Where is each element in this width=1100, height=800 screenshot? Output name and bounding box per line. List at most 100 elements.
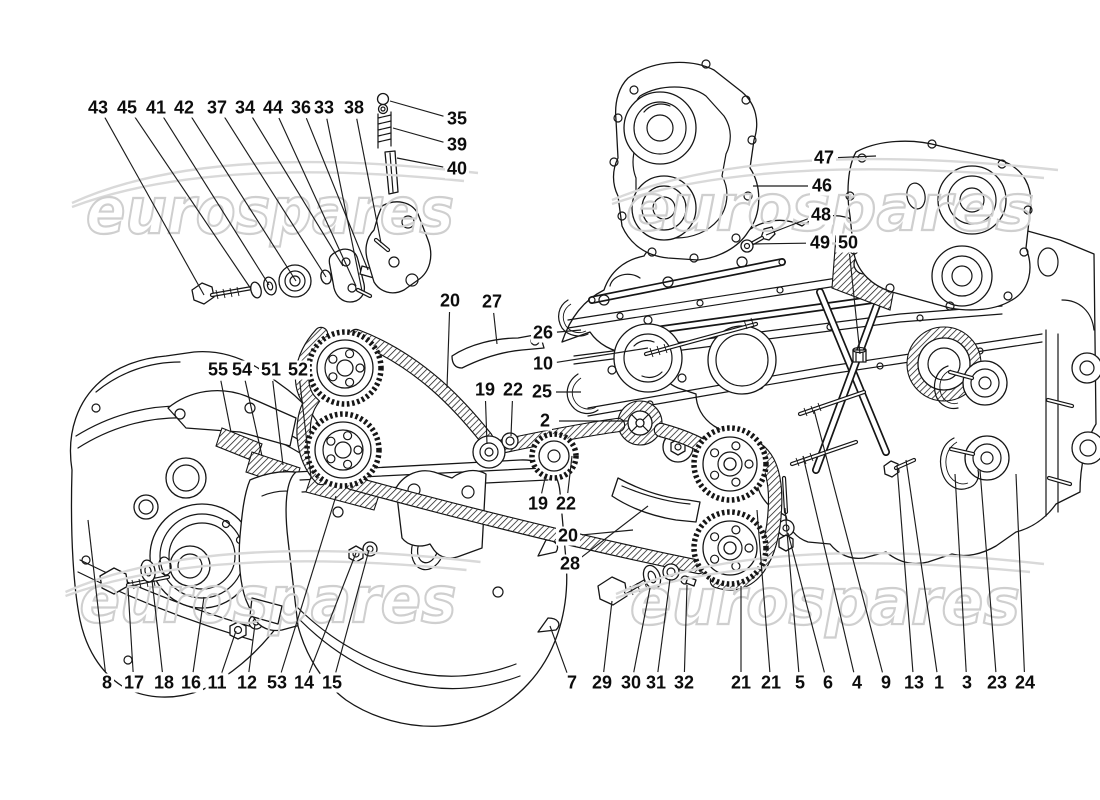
leader-line-39 [392, 127, 444, 143]
part-callout-23[interactable]: 23 [984, 672, 1010, 693]
leader-line-4 [802, 455, 855, 673]
watermark-text: eurospares [86, 175, 454, 249]
part-callout-43[interactable]: 43 [85, 97, 111, 118]
leader-line-20 [581, 529, 634, 536]
part-callout-39[interactable]: 39 [444, 134, 470, 155]
part-callout-32[interactable]: 32 [671, 672, 697, 693]
part-callout-47[interactable]: 47 [811, 147, 837, 168]
part-callout-33[interactable]: 33 [311, 97, 337, 118]
cam-bore-left [607, 315, 687, 393]
part-callout-52[interactable]: 52 [285, 359, 311, 380]
part-callout-49[interactable]: 49 [807, 232, 833, 253]
leader-line-22 [510, 400, 513, 437]
part-callout-44[interactable]: 44 [260, 97, 286, 118]
part-callout-8[interactable]: 8 [99, 672, 115, 693]
part-callout-17[interactable]: 17 [121, 672, 147, 693]
part-callout-21[interactable]: 21 [758, 672, 784, 693]
part-callout-37[interactable]: 37 [204, 97, 230, 118]
leader-line-14 [308, 552, 357, 673]
part-callout-1[interactable]: 1 [931, 672, 947, 693]
part-callout-34[interactable]: 34 [232, 97, 258, 118]
leader-line-36 [305, 117, 369, 271]
part-callout-11[interactable]: 11 [205, 672, 229, 693]
part-callout-7[interactable]: 7 [564, 672, 580, 693]
leader-line-27 [493, 312, 498, 345]
camshaft-pulleys [304, 329, 384, 489]
leader-line-38 [356, 118, 382, 244]
part-callout-27[interactable]: 27 [479, 291, 505, 312]
leader-line-8 [87, 519, 106, 673]
part-callout-4[interactable]: 4 [849, 672, 865, 693]
part-callout-18[interactable]: 18 [151, 672, 177, 693]
part-callout-13[interactable]: 13 [901, 672, 927, 693]
leader-line-12 [248, 623, 256, 673]
leader-line-23 [979, 469, 997, 673]
part-callout-22[interactable]: 22 [553, 493, 579, 514]
leader-line-3 [954, 473, 967, 673]
part-callout-6[interactable]: 6 [820, 672, 836, 693]
part-callout-3[interactable]: 3 [959, 672, 975, 693]
leader-line-53 [280, 495, 337, 673]
part-callout-48[interactable]: 48 [808, 204, 834, 225]
part-callout-53[interactable]: 53 [264, 672, 290, 693]
part-callout-54[interactable]: 54 [229, 359, 255, 380]
part-callout-41[interactable]: 41 [143, 97, 169, 118]
leader-line-45 [134, 116, 252, 290]
leader-line-5 [784, 507, 800, 673]
leader-line-48 [765, 218, 809, 236]
leader-line-10 [556, 347, 649, 363]
part-callout-16[interactable]: 16 [178, 672, 204, 693]
part-callout-28[interactable]: 28 [557, 553, 583, 574]
part-callout-12[interactable]: 12 [234, 672, 260, 693]
part-callout-15[interactable]: 15 [319, 672, 345, 693]
leader-line-40 [396, 157, 444, 168]
tensioner-body [365, 201, 432, 294]
part-callout-36[interactable]: 36 [288, 97, 314, 118]
part-callout-55[interactable]: 55 [205, 359, 231, 380]
leader-line-30 [633, 587, 651, 673]
part-callout-22[interactable]: 22 [500, 379, 526, 400]
crankshaft-pulleys [691, 425, 769, 587]
leader-lines [87, 100, 1025, 673]
part-callout-2[interactable]: 2 [537, 410, 553, 431]
part-callout-14[interactable]: 14 [291, 672, 317, 693]
part-callout-20[interactable]: 20 [437, 290, 463, 311]
part-callout-10[interactable]: 10 [530, 353, 556, 374]
leader-line-22 [567, 455, 573, 494]
part-callout-38[interactable]: 38 [341, 97, 367, 118]
part-callout-29[interactable]: 29 [589, 672, 615, 693]
part-callout-21[interactable]: 21 [728, 672, 754, 693]
part-callout-24[interactable]: 24 [1012, 672, 1038, 693]
front-timing-cover-right [845, 139, 1033, 311]
leader-line-31 [657, 578, 671, 673]
part-callout-42[interactable]: 42 [171, 97, 197, 118]
part-callout-45[interactable]: 45 [114, 97, 140, 118]
leader-line-16 [192, 596, 205, 673]
leader-line-47 [837, 155, 877, 159]
part-callout-5[interactable]: 5 [792, 672, 808, 693]
part-callout-19[interactable]: 19 [472, 379, 498, 400]
part-callout-35[interactable]: 35 [444, 108, 470, 129]
leader-line-29 [603, 600, 613, 673]
part-callout-51[interactable]: 51 [258, 359, 284, 380]
leader-line-17 [127, 587, 134, 673]
part-callout-20[interactable]: 20 [555, 525, 581, 546]
leader-line-41 [163, 116, 270, 286]
belt-idlers [472, 431, 579, 481]
leader-line-9 [813, 409, 883, 673]
leader-line-19 [484, 400, 488, 445]
part-callout-31[interactable]: 31 [643, 672, 669, 693]
part-callout-19[interactable]: 19 [525, 493, 551, 514]
leader-line-7 [549, 625, 568, 673]
part-callout-25[interactable]: 25 [529, 381, 555, 402]
part-callout-26[interactable]: 26 [530, 322, 556, 343]
part-callout-40[interactable]: 40 [444, 158, 470, 179]
part-callout-50[interactable]: 50 [835, 232, 861, 253]
leader-line-26 [556, 329, 582, 333]
part-callout-46[interactable]: 46 [809, 175, 835, 196]
part-callout-30[interactable]: 30 [618, 672, 644, 693]
leader-line-6 [787, 532, 825, 673]
part-callout-9[interactable]: 9 [878, 672, 894, 693]
